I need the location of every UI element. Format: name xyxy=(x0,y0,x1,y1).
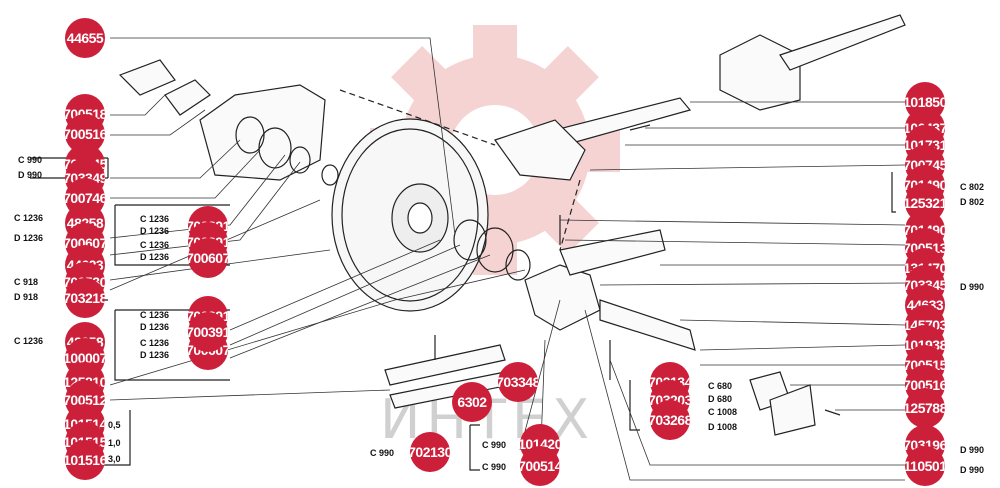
top-right-assembly xyxy=(719,34,801,111)
leader-lines xyxy=(109,37,906,481)
model-label: D 918 xyxy=(14,292,39,302)
model-label: C 990 xyxy=(482,440,507,450)
model-label: D 990 xyxy=(960,445,985,455)
part-badge[interactable]: 702130 xyxy=(410,432,450,472)
shaft xyxy=(554,97,692,146)
model-label: C 1236 xyxy=(14,213,44,223)
model-label: C 990 xyxy=(18,155,43,165)
model-label: C 1236 xyxy=(140,214,170,224)
part-badge[interactable]: 125788 xyxy=(905,388,945,428)
part-badge[interactable]: 703218 xyxy=(65,278,105,318)
thickness-label: 0,5 xyxy=(108,420,121,430)
part-badge[interactable]: 44655 xyxy=(65,18,105,58)
model-label: D 802 xyxy=(960,197,985,207)
part-badge[interactable]: 700391 xyxy=(188,312,228,352)
part-badge[interactable]: 101516 xyxy=(65,440,105,480)
model-label: D 1236 xyxy=(140,252,170,262)
model-label: C 1236 xyxy=(14,336,44,346)
part-badge[interactable]: 700516 xyxy=(65,114,105,154)
model-label: D 1236 xyxy=(140,322,170,332)
part-badge[interactable]: 700607 xyxy=(188,238,228,278)
model-label: C 1236 xyxy=(140,310,170,320)
model-label: D 680 xyxy=(708,394,733,404)
model-label: C 1008 xyxy=(708,407,738,417)
model-label: C 1236 xyxy=(140,240,170,250)
model-label: D 1236 xyxy=(140,226,170,236)
model-label: C 990 xyxy=(482,462,507,472)
part-badge[interactable]: 703348 xyxy=(498,362,538,402)
part-badge[interactable]: 703268 xyxy=(650,400,690,440)
model-label: D 1008 xyxy=(708,422,738,432)
model-label: C 802 xyxy=(960,182,985,192)
model-label: C 1236 xyxy=(140,338,170,348)
thickness-label: 3,0 xyxy=(108,454,121,464)
model-label: D 990 xyxy=(18,170,43,180)
model-label: D 1236 xyxy=(140,350,170,360)
left-bracket xyxy=(199,84,326,181)
model-label: C 990 xyxy=(370,448,395,458)
model-label: D 990 xyxy=(960,282,985,292)
part-badge[interactable]: 110501 xyxy=(905,446,945,486)
model-label: D 990 xyxy=(960,465,985,475)
part-badge[interactable]: 700514 xyxy=(520,446,560,486)
part-badge[interactable]: 6302 xyxy=(452,382,492,422)
yoke xyxy=(524,264,601,331)
model-label: D 1236 xyxy=(14,233,44,243)
model-label: C 918 xyxy=(14,277,39,287)
model-label: C 680 xyxy=(708,381,733,391)
thickness-label: 1,0 xyxy=(108,438,121,448)
